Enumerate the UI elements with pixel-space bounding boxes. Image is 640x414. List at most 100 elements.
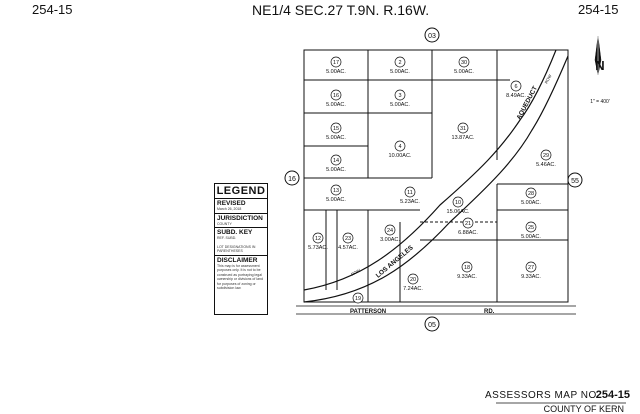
section-left: 16 xyxy=(288,176,296,183)
parcel-area: 5.46AC. xyxy=(536,162,556,168)
parcel-marker xyxy=(457,122,469,134)
parcel-number: 3 xyxy=(398,93,401,99)
parcel-area: 5.00AC. xyxy=(390,102,410,108)
map-title: NE1/4 SEC.27 T.9N. R.16W. xyxy=(252,2,430,18)
parcel-area: 5.00AC. xyxy=(326,69,346,75)
parcel-number: 10 xyxy=(455,200,461,206)
parcel-number: 2 xyxy=(398,60,401,66)
north-letter: N xyxy=(595,58,604,73)
parcel-marker xyxy=(525,221,537,233)
parcel-area: 9.33AC. xyxy=(521,274,541,280)
parcel-area: 5.73AC. xyxy=(308,245,328,251)
parcel-area: 4.57AC. xyxy=(338,245,358,251)
parcel-marker xyxy=(394,89,406,101)
section-marker-left xyxy=(284,170,300,186)
road-label: PATTERSON xyxy=(350,309,386,315)
parcel-number: 6 xyxy=(514,84,517,90)
parcel-marker xyxy=(352,292,364,304)
row-label-2: ROW xyxy=(350,268,361,277)
section-bottom: 05 xyxy=(428,322,436,329)
parcel-marker xyxy=(330,89,342,101)
header-left-number: 254-15 xyxy=(32,2,73,17)
jurisdiction-value: COUNTY xyxy=(217,221,232,226)
parcel-area: 5.00AC. xyxy=(326,167,346,173)
parcel-area: 5.00AC. xyxy=(326,135,346,141)
parcel-marker xyxy=(330,154,342,166)
section-marker-top xyxy=(424,27,440,43)
parcel-marker xyxy=(342,232,354,244)
header-right-number: 254-15 xyxy=(578,2,619,17)
parcel-number: 19 xyxy=(355,296,361,302)
parcel-number: 30 xyxy=(461,60,467,66)
parcel-area: 13.87AC. xyxy=(452,135,475,141)
lot-note: LOT DESIGNATIONS IN PARENTHESES xyxy=(217,244,256,254)
parcel-marker xyxy=(461,261,473,273)
parcel-number: 23 xyxy=(345,236,351,242)
subd-label: SUBD. KEY xyxy=(217,229,253,236)
disclaimer-label: DISCLAIMER xyxy=(217,256,258,264)
parcel-number: 25 xyxy=(528,225,534,231)
parcel-area: 5.00AC. xyxy=(521,200,541,206)
parcel-marker xyxy=(330,184,342,196)
assessors-map-label: ASSESSORS MAP NO. xyxy=(485,390,600,401)
map-scale: 1" = 400' xyxy=(590,99,610,105)
parcel-marker xyxy=(540,149,552,161)
parcel-area: 5.00AC. xyxy=(454,69,474,75)
parcel-number: 13 xyxy=(333,188,339,194)
footer-map-no: 254-15 xyxy=(595,389,630,401)
parcel-area: 8.49AC. xyxy=(506,93,526,99)
row-label: ROW xyxy=(543,73,552,84)
parcel-marker xyxy=(312,232,324,244)
parcel-number: 18 xyxy=(464,265,470,271)
parcel-number: 4 xyxy=(398,144,401,150)
parcel-marker xyxy=(384,224,396,236)
parcel-marker xyxy=(525,187,537,199)
parcel-marker xyxy=(407,273,419,285)
footer-county: COUNTY OF KERN xyxy=(543,404,624,414)
parcel-number: 11 xyxy=(407,190,413,196)
parcel-marker xyxy=(452,196,464,208)
parcel-area: 5.00AC. xyxy=(390,69,410,75)
parcel-number: 27 xyxy=(528,265,534,271)
parcel-labels: 17 5.00AC. 2 5.00AC. 30 5.00AC. 16 5.00AC. 3 5.00… xyxy=(308,56,556,304)
section-marker-right xyxy=(567,172,583,188)
parcel-marker xyxy=(394,56,406,68)
legend-box: LEGEND REVISED March 26, 2018 JURISDICTI… xyxy=(214,183,268,315)
parcel-boundaries xyxy=(303,49,569,303)
parcel-area: 5.00AC. xyxy=(521,234,541,240)
parcel-area: 5.00AC. xyxy=(326,102,346,108)
parcel-marker xyxy=(510,80,522,92)
parcel-area: 3.00AC. xyxy=(380,237,400,243)
jurisdiction-label: JURISDICTION xyxy=(217,214,263,222)
parcel-marker xyxy=(330,122,342,134)
disclaimer-text: This map is for assessment purposes only… xyxy=(217,263,263,291)
parcel-area: 6.88AC. xyxy=(458,230,478,236)
footer-label: ASSESSORS MAP NO. xyxy=(484,390,600,401)
revised-date: March 26, 2018 xyxy=(217,207,242,211)
section-marker-bottom xyxy=(424,316,440,332)
aqueduct-label: AQUEDUCT xyxy=(516,85,539,121)
parcel-area: 9.33AC. xyxy=(457,274,477,280)
parcel-number: 24 xyxy=(387,228,393,234)
parcel-marker xyxy=(330,56,342,68)
section-markers xyxy=(284,27,583,332)
legend-title: LEGEND xyxy=(216,185,266,197)
aqueduct-corridor xyxy=(303,49,569,303)
parcel-number: 15 xyxy=(333,126,339,132)
parcel-marker xyxy=(458,56,470,68)
revised-label: REVISED xyxy=(217,200,246,207)
parcel-number: 16 xyxy=(333,93,339,99)
parcel-marker xyxy=(525,261,537,273)
parcel-area: 5.00AC. xyxy=(326,197,346,203)
parcel-number: 17 xyxy=(333,60,339,66)
parcel-number: 12 xyxy=(315,236,321,242)
section-right: 55 xyxy=(571,178,579,185)
section-top: 03 xyxy=(428,33,436,40)
parcel-marker xyxy=(394,140,406,152)
parcel-number: 29 xyxy=(543,153,549,159)
parcel-marker xyxy=(404,186,416,198)
parcel-number: 28 xyxy=(528,191,534,197)
parcel-number: 21 xyxy=(465,221,471,227)
parcel-number: 20 xyxy=(410,277,416,283)
